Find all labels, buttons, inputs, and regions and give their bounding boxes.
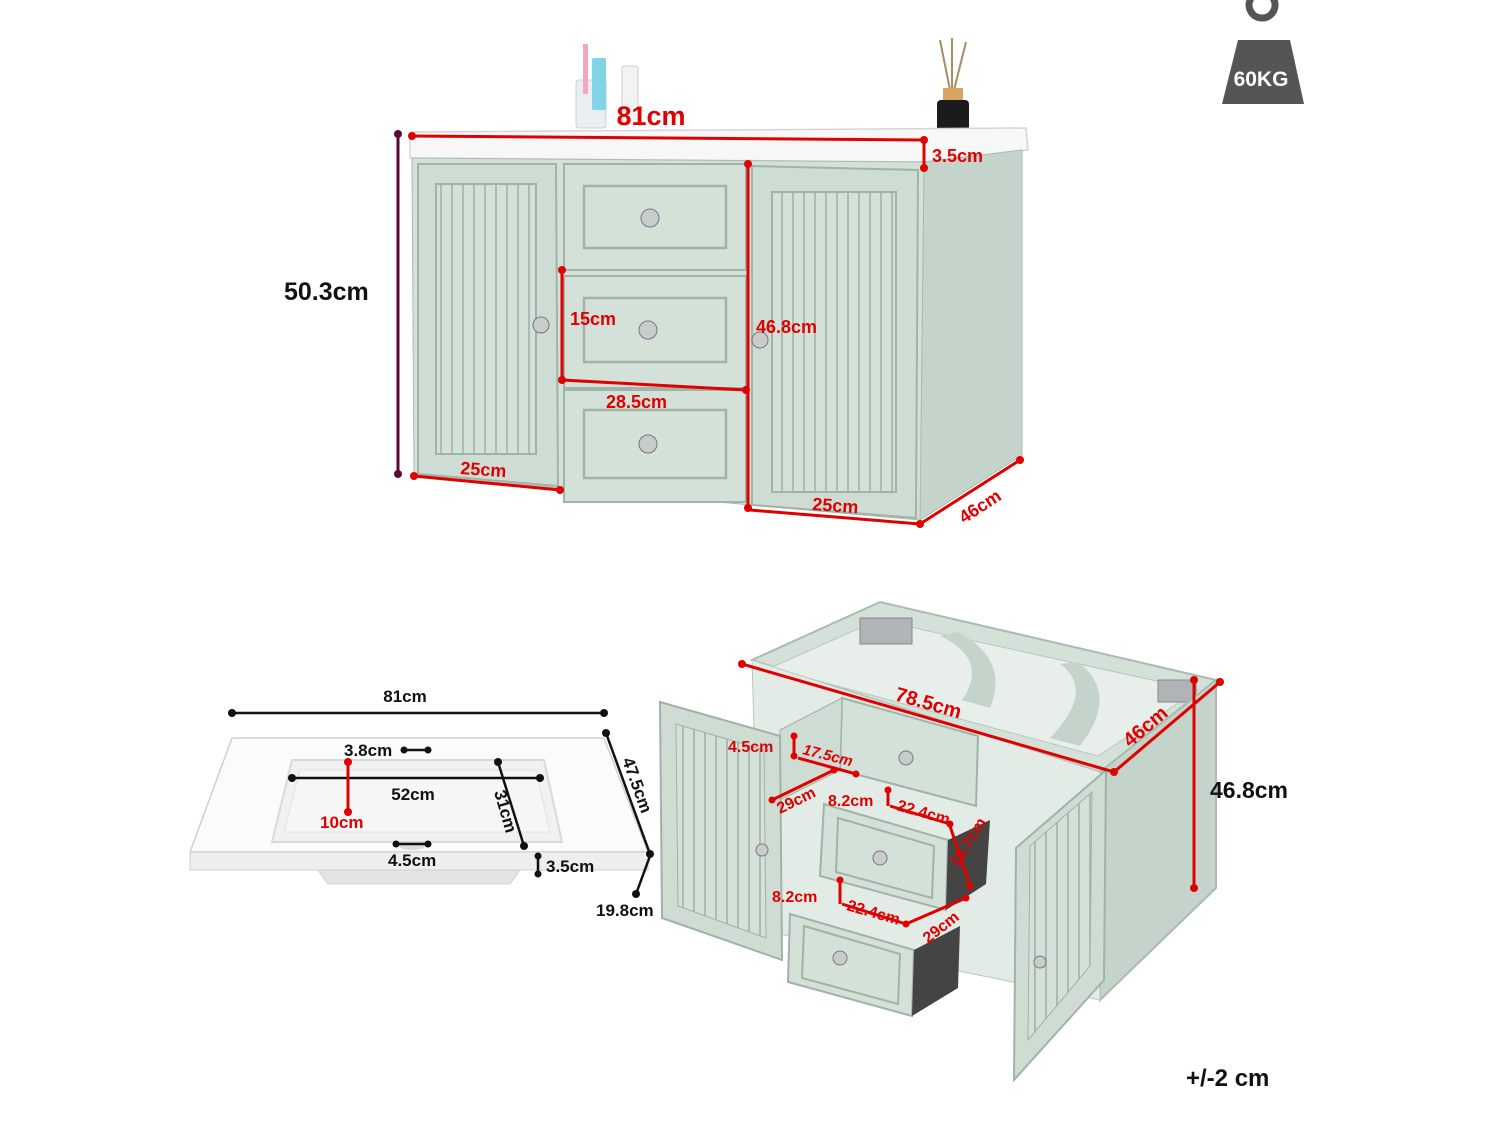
bowl-height-label: 19.8cm	[596, 901, 654, 920]
open-cabinet-view	[658, 600, 1219, 1083]
drawer-width-label: 28.5cm	[606, 392, 667, 412]
total-height-label: 50.3cm	[284, 278, 369, 306]
weight-icon: 60KG	[1222, 0, 1304, 104]
tolerance-note: +/-2 cm	[1186, 1065, 1269, 1092]
sink-top-view	[188, 737, 650, 885]
top-thickness-label: 3.5cm	[932, 146, 983, 166]
body-height-label: 46.8cm	[756, 317, 817, 337]
front-view-dimensions	[394, 130, 1024, 528]
sink-dimensions	[228, 709, 654, 898]
basin-offset-label: 10cm	[320, 813, 363, 832]
drawer2-height-label: 8.2cm	[828, 793, 873, 810]
tap-hole-label: 3.8cm	[344, 741, 392, 760]
basin-width-label: 52cm	[391, 785, 434, 804]
drawer-height-label: 15cm	[570, 309, 616, 329]
toothbrush-cup-image	[575, 44, 639, 129]
sink-width-label: 81cm	[383, 687, 426, 706]
drawer1-offset-label: 4.5cm	[728, 739, 773, 756]
left-door-width-label: 25cm	[460, 458, 507, 481]
drawer3-height-label: 8.2cm	[772, 889, 817, 906]
drain-label: 4.5cm	[388, 851, 436, 870]
weight-label: 60KG	[1234, 68, 1289, 91]
front-view-cabinet	[409, 38, 1029, 521]
open-height-label: 46.8cm	[1210, 777, 1288, 803]
reed-diffuser-image	[937, 38, 969, 136]
open-view-dimensions	[738, 660, 1224, 928]
rim-label: 3.5cm	[546, 857, 594, 876]
front-width-label: 81cm	[616, 101, 685, 131]
right-door-width-label: 25cm	[812, 494, 859, 517]
